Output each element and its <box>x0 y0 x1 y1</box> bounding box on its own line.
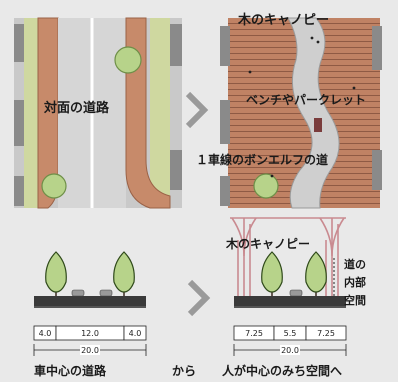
tree-icon <box>41 173 67 199</box>
section-before-caption: 車中心の道路 <box>34 363 107 378</box>
dim-box <box>123 325 147 341</box>
tree-icon <box>253 173 279 199</box>
detail-dot <box>352 86 356 90</box>
planting-strip <box>24 18 38 208</box>
building <box>170 24 182 66</box>
dim-box <box>305 325 347 341</box>
dim-total-bg <box>280 345 300 355</box>
building <box>170 150 182 190</box>
plan-after-woonerf-label: １車線のボンエルフの道 <box>196 152 328 167</box>
canopy-frame <box>230 217 346 296</box>
building <box>372 26 382 70</box>
dim-total: 20.0 <box>281 346 299 355</box>
tree-icon <box>45 251 67 293</box>
planting-strip <box>150 18 170 208</box>
plan-before-label: 対面の道路 <box>43 100 110 116</box>
dim-label: 7.25 <box>317 329 335 338</box>
section-before: 4.0 12.0 4.0 20.0 車中心の道路 <box>33 251 147 378</box>
ground-edge <box>234 306 346 308</box>
woonerf-lane <box>287 17 340 209</box>
tree-icon <box>114 46 142 74</box>
tree-icon <box>261 251 283 293</box>
dim-label: 7.25 <box>245 329 263 338</box>
building <box>220 100 230 144</box>
inner-space-label-2: 内部 <box>344 275 366 289</box>
dim-label: 4.0 <box>129 329 142 338</box>
building <box>14 100 24 146</box>
ground-edge <box>34 306 146 308</box>
section-after-caption: 人が中心のみち空間へ <box>222 363 342 378</box>
plan-before: 対面の道路 <box>14 17 182 209</box>
car-icon <box>99 289 113 297</box>
detail-dot <box>316 40 320 44</box>
section-after: 木のキャノピー 道の 内部 空間 7.25 5.5 7.25 20.0 人が中心… <box>222 217 366 378</box>
dim-total: 20.0 <box>81 346 99 355</box>
car-icon <box>289 289 303 297</box>
chevron-right-icon <box>185 91 209 129</box>
dim-total-bg <box>80 345 100 355</box>
building <box>14 176 24 206</box>
detail-dot <box>248 70 252 74</box>
plan-after-canopy-label: 木のキャノピー <box>237 12 329 28</box>
dim-label: 5.5 <box>284 329 297 338</box>
plan-after: 木のキャノピー ベンチやパークレット １車線のボンエルフの道 <box>196 12 382 209</box>
building <box>220 26 230 66</box>
tree-icon <box>305 251 327 293</box>
detail-dot <box>270 174 274 178</box>
tree-icon <box>113 251 135 293</box>
building <box>14 24 24 62</box>
plan-after-bench-label: ベンチやパークレット <box>246 93 366 107</box>
connector-text: から <box>172 364 196 378</box>
chevron-right-icon <box>187 279 211 317</box>
bench-icon <box>314 118 322 132</box>
dim-label: 12.0 <box>81 329 99 338</box>
detail-dot <box>310 36 314 40</box>
building <box>372 150 382 190</box>
inner-space-label-3: 空間 <box>344 293 366 307</box>
inner-space-label-1: 道の <box>344 257 366 271</box>
car-icon <box>71 289 85 297</box>
section-after-canopy-label: 木のキャノピー <box>225 236 310 251</box>
building <box>220 176 230 206</box>
dim-label: 4.0 <box>39 329 52 338</box>
ground-slab <box>234 296 346 306</box>
ground-slab <box>34 296 146 306</box>
